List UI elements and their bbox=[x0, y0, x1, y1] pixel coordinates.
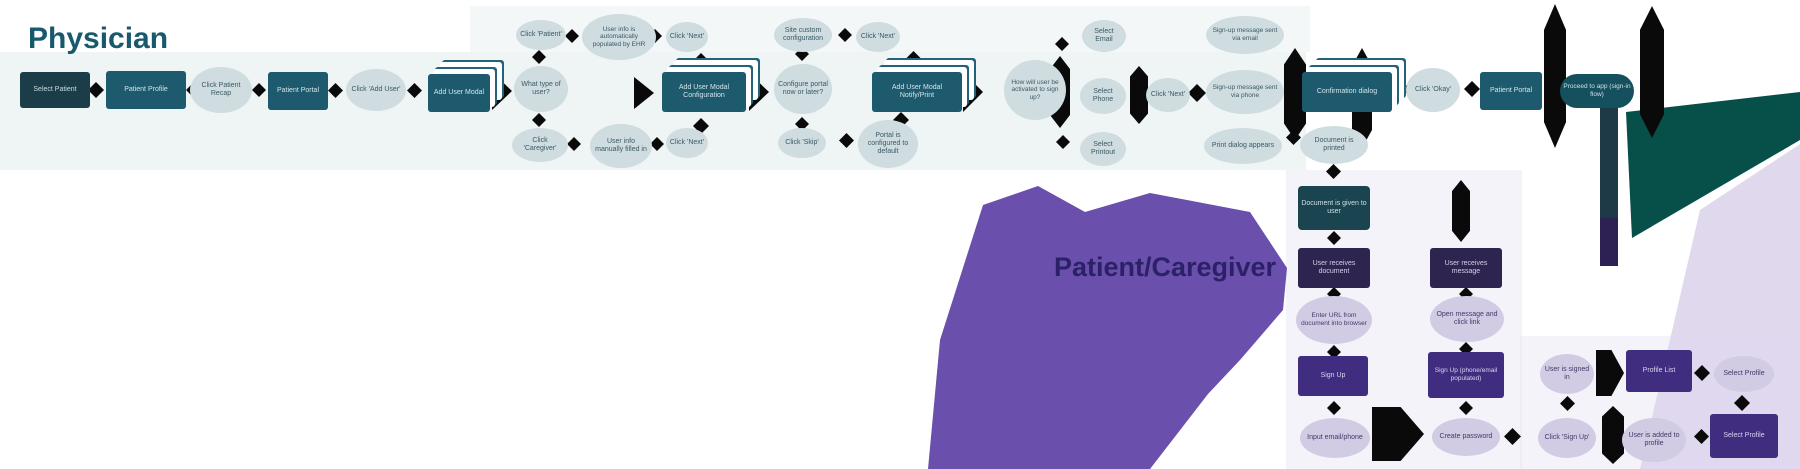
connector-d-48 bbox=[1694, 365, 1710, 381]
patient-profile-box: Patient Profile bbox=[106, 71, 186, 109]
click-patient-oval: Click 'Patient' bbox=[516, 20, 566, 50]
connector-d-24 bbox=[1055, 37, 1069, 51]
click-add-user-oval: Click 'Add User' bbox=[346, 69, 406, 111]
select-profile-box: Select Profile bbox=[1710, 414, 1778, 458]
connector-d-40 bbox=[1327, 401, 1341, 415]
user-added-oval: User is added to profile bbox=[1622, 418, 1686, 462]
connector-d-19 bbox=[839, 133, 854, 148]
connector-col-28 bbox=[1284, 48, 1306, 140]
connector-d-32 bbox=[1464, 81, 1480, 97]
patient-portal-box: Patient Portal bbox=[268, 72, 328, 110]
connector-d-37 bbox=[1327, 231, 1341, 245]
connector-d-17 bbox=[795, 117, 809, 131]
connector-col-51 bbox=[1602, 406, 1624, 464]
click-next-top-oval: Click 'Next' bbox=[666, 22, 708, 52]
open-message-link-oval: Open message and click link bbox=[1430, 296, 1504, 342]
click-next-notify-oval: Click 'Next' bbox=[1146, 78, 1190, 112]
patient-portal-end-box: Patient Portal bbox=[1480, 72, 1542, 110]
connector-d-12 bbox=[693, 53, 709, 69]
connector-d-18 bbox=[838, 28, 852, 42]
enter-url-oval: Enter URL from document into browser bbox=[1296, 296, 1372, 344]
select-patient-box: Select Patient bbox=[20, 72, 90, 108]
create-password-oval: Create password bbox=[1432, 418, 1500, 456]
click-sign-up-oval: Click 'Sign Up' bbox=[1538, 418, 1596, 458]
user-receives-document-box: User receives document bbox=[1298, 248, 1370, 288]
patient-caregiver-section-title: Patient/Caregiver bbox=[1053, 252, 1277, 282]
connector-d-25 bbox=[1056, 135, 1070, 149]
connector-d-2 bbox=[252, 83, 266, 97]
profile-list-box: Profile List bbox=[1626, 350, 1692, 392]
connector-col-34 bbox=[1640, 6, 1664, 138]
connector-d-11 bbox=[650, 137, 664, 151]
user-receives-message-box: User receives message bbox=[1430, 248, 1502, 288]
connector-d-50 bbox=[1694, 429, 1709, 444]
connector-d-35 bbox=[1326, 164, 1341, 179]
activation-method-decision-oval: How will user be activated to sign up? bbox=[1004, 60, 1066, 120]
portal-default-oval: Portal is configured to default bbox=[858, 120, 918, 168]
click-next-bottom-oval: Click 'Next' bbox=[666, 128, 708, 158]
input-email-phone-oval: Input email/phone bbox=[1300, 418, 1370, 458]
signup-email-sent-oval: Sign-up message sent via email bbox=[1206, 16, 1284, 54]
connector-d-6 bbox=[532, 50, 546, 64]
click-patient-recap-oval: Click Patient Recap bbox=[190, 67, 252, 113]
connector-d-3 bbox=[328, 83, 343, 98]
connector-d-10 bbox=[567, 137, 581, 151]
physician-section-title: Physician bbox=[28, 22, 169, 55]
connector-d-27 bbox=[1188, 84, 1206, 102]
manual-fill-oval: User info manually filled in bbox=[590, 124, 652, 168]
select-phone-oval: Select Phone bbox=[1080, 78, 1126, 114]
patient-caregiver-blob bbox=[928, 186, 1287, 469]
sign-up-prefilled-box: Sign Up (phone/email populated) bbox=[1428, 352, 1504, 398]
site-custom-configuration-oval: Site custom configuration bbox=[774, 18, 832, 52]
select-email-oval: Select Email bbox=[1082, 20, 1126, 52]
document-given-box: Document is given to user bbox=[1298, 186, 1370, 230]
select-printout-oval: Select Printout bbox=[1080, 132, 1126, 166]
confirmation-dialog-box: Confirmation dialog bbox=[1302, 72, 1392, 112]
connector-d-46 bbox=[1560, 396, 1575, 411]
document-printed-oval: Document is printed bbox=[1300, 126, 1368, 164]
ehr-autopopulate-oval: User info is automatically populated by … bbox=[582, 14, 656, 60]
select-profile-oval: Select Profile bbox=[1714, 356, 1774, 392]
click-skip-oval: Click 'Skip' bbox=[778, 128, 826, 158]
connector-d-20 bbox=[905, 51, 922, 68]
user-signed-in-oval: User is signed in bbox=[1540, 354, 1594, 394]
connector-col-36 bbox=[1452, 180, 1470, 242]
connector-d-29 bbox=[1286, 130, 1301, 145]
connector-strip-purple bbox=[1600, 218, 1618, 266]
add-user-modal-box: Add User Modal bbox=[428, 74, 490, 112]
print-dialog-oval: Print dialog appears bbox=[1204, 128, 1282, 164]
connector-d-4 bbox=[407, 83, 422, 98]
proceed-to-app-pill: Proceed to app (sign-in flow) bbox=[1560, 74, 1634, 108]
teal-wedge bbox=[1626, 92, 1800, 238]
click-next-config-oval: Click 'Next' bbox=[856, 22, 900, 52]
connector-d-0 bbox=[88, 82, 104, 98]
configure-portal-decision-oval: Configure portal now or later? bbox=[774, 64, 832, 114]
connector-d-8 bbox=[565, 29, 579, 43]
add-user-modal-notify-print-box: Add User Modal Notify/Print bbox=[872, 72, 962, 112]
click-okay-oval: Click 'Okay' bbox=[1406, 68, 1460, 112]
connector-d-7 bbox=[532, 113, 546, 127]
signup-phone-sent-oval: Sign-up message sent via phone bbox=[1206, 70, 1284, 114]
connector-strip-teal bbox=[1600, 96, 1618, 218]
add-user-modal-configuration-box: Add User Modal Configuration bbox=[662, 72, 746, 112]
click-caregiver-oval: Click 'Caregiver' bbox=[512, 128, 568, 162]
connector-d-43 bbox=[1459, 401, 1473, 415]
connector-d-45 bbox=[1504, 428, 1521, 445]
connector-d-49 bbox=[1734, 395, 1750, 411]
connector-col-26 bbox=[1130, 66, 1148, 124]
sign-up-box: Sign Up bbox=[1298, 356, 1368, 396]
user-type-decision-oval: What type of user? bbox=[514, 66, 568, 112]
connector-d-39 bbox=[1327, 345, 1341, 359]
connector-col-33 bbox=[1544, 4, 1566, 148]
